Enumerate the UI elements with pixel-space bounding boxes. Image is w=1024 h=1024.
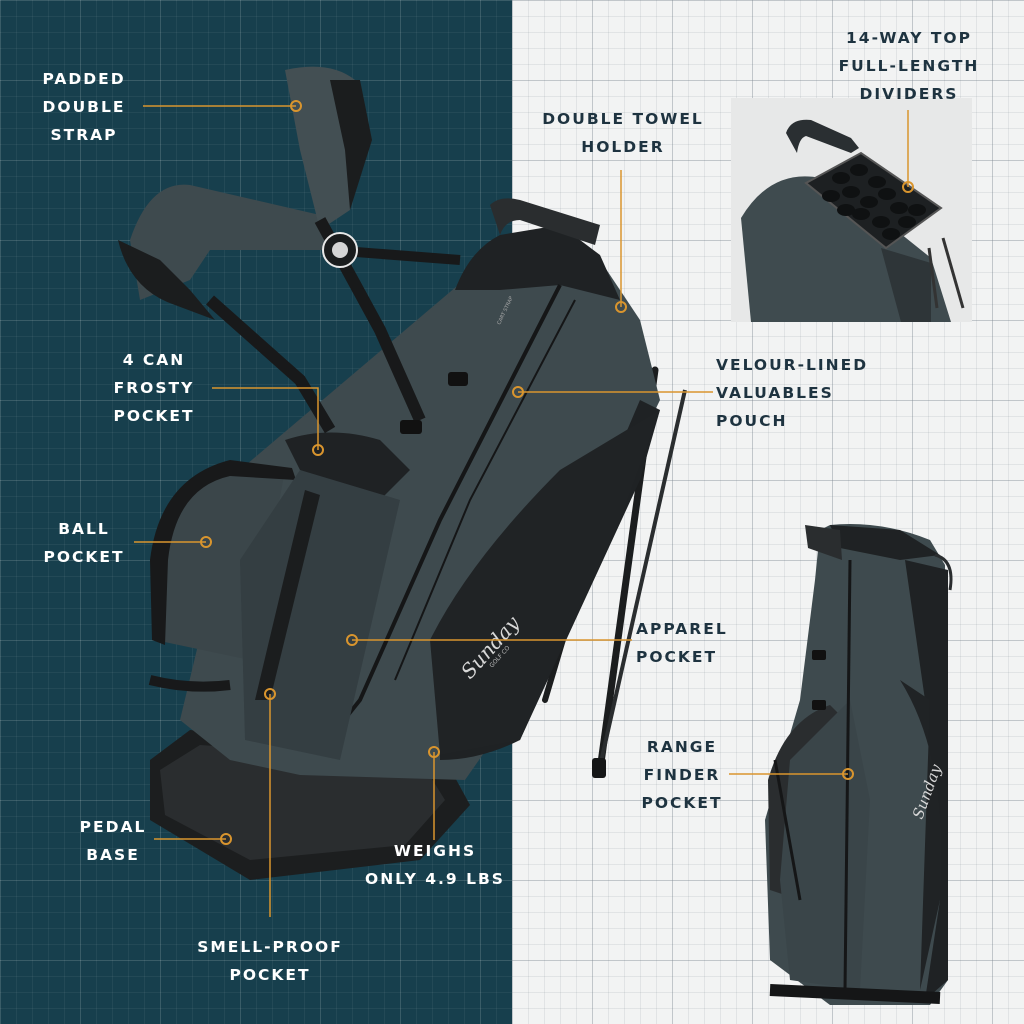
marker-padded-double-strap	[290, 100, 302, 112]
callout-padded-double-strap: PADDED DOUBLE STRAP	[42, 70, 126, 144]
marker-pedal-base	[220, 833, 232, 845]
callout-weighs: WEIGHS ONLY 4.9 LBS	[365, 842, 505, 888]
callout-velour-lined-pouch: VELOUR-LINED VALUABLES POUCH	[716, 356, 869, 430]
callout-ball-pocket: BALL POCKET	[43, 520, 125, 566]
marker-velour-pouch	[512, 386, 524, 398]
marker-ball-pocket	[200, 536, 212, 548]
callout-smell-proof-pocket: SMELL-PROOF POCKET	[197, 938, 343, 984]
top-dividers-illustration	[731, 98, 972, 322]
callout-apparel-pocket: APPAREL POCKET	[636, 620, 728, 666]
callout-fourteen-way-top: 14-WAY TOP FULL-LENGTH DIVIDERS	[838, 29, 980, 103]
leader-lines	[134, 105, 909, 917]
marker-frosty-pocket	[312, 444, 324, 456]
marker-smell-proof	[264, 688, 276, 700]
top-dividers-inset-photo	[731, 98, 972, 322]
callout-markers	[200, 100, 914, 845]
callout-range-finder-pocket: RANGE FINDER POCKET	[641, 738, 723, 812]
callout-double-towel-holder: DOUBLE TOWEL HOLDER	[542, 110, 704, 156]
leader-frosty-pocket	[212, 387, 319, 450]
marker-towel-holder	[615, 301, 627, 313]
callout-four-can-frosty-pocket: 4 CAN FROSTY POCKET	[113, 351, 195, 425]
marker-dividers	[902, 181, 914, 193]
rear-golf-bag	[765, 524, 953, 1005]
callout-pedal-base: PEDAL BASE	[79, 818, 147, 864]
marker-apparel-pocket	[346, 634, 358, 646]
marker-range-finder	[842, 768, 854, 780]
main-golf-bag	[118, 66, 660, 880]
marker-weighs	[428, 746, 440, 758]
